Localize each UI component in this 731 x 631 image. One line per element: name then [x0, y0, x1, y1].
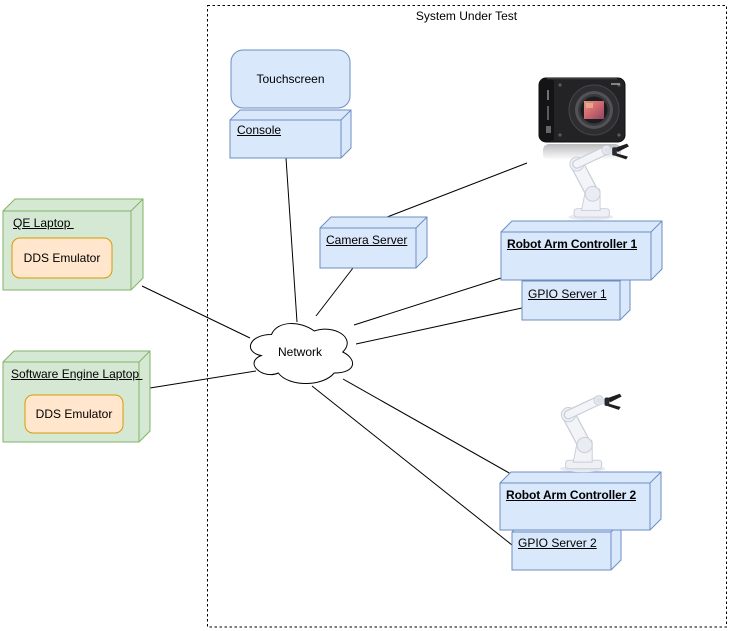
edge-network-gpio-server-2: [311, 385, 513, 546]
robot-arm-image-2: [560, 394, 622, 472]
edge-network-robot-arm-controller-2: [342, 378, 512, 475]
edge-network-robot-arm-controller-1: [353, 277, 502, 326]
software-engine-laptop-box: [2, 350, 151, 443]
edges: [141, 157, 528, 546]
network-label: Network: [277, 345, 322, 359]
robot-arm-controller-1-label: Robot Arm Controller 1: [507, 237, 638, 251]
edge-camera-server-camera: [381, 162, 528, 220]
camera-image: [538, 77, 626, 160]
se-dds-emulator-label: DDS Emulator: [35, 407, 113, 421]
software-engine-laptop-label: Software Engine Laptop: [11, 367, 143, 381]
touchscreen-label: Touchscreen: [256, 72, 325, 86]
network-cloud: [249, 323, 353, 384]
system-under-test-title: System Under Test: [415, 9, 518, 23]
console-box: [229, 109, 352, 159]
edge-network-gpio-server-1: [355, 307, 523, 345]
gpio-server-1-label: GPIO Server 1: [528, 287, 607, 301]
edge-network-camera-server: [315, 267, 354, 317]
camera-server-box: [319, 216, 428, 269]
edge-qe-laptop-network: [141, 285, 251, 339]
edge-console-network: [285, 157, 298, 323]
console-label: Console: [237, 123, 282, 137]
system-under-test-boundary: [207, 5, 727, 628]
robot-arm-controller-2-label: Robot Arm Controller 2: [506, 488, 637, 502]
gpio-server-2-label: GPIO Server 2: [518, 536, 597, 550]
camera-server-label: Camera Server: [326, 233, 408, 247]
qe-laptop-box: [2, 198, 144, 291]
touchscreen-box: [230, 49, 351, 109]
se-dds-emulator-box: [24, 394, 124, 434]
qe-dds-emulator-box: [11, 237, 113, 279]
robot-arm-controller-2-box: [499, 471, 662, 531]
edge-software-engine-laptop-network: [149, 370, 257, 389]
robot-arm-controller-1-box: [500, 220, 663, 281]
qe-laptop-label: QE Laptop: [13, 216, 74, 230]
qe-dds-emulator-label: DDS Emulator: [23, 251, 101, 265]
